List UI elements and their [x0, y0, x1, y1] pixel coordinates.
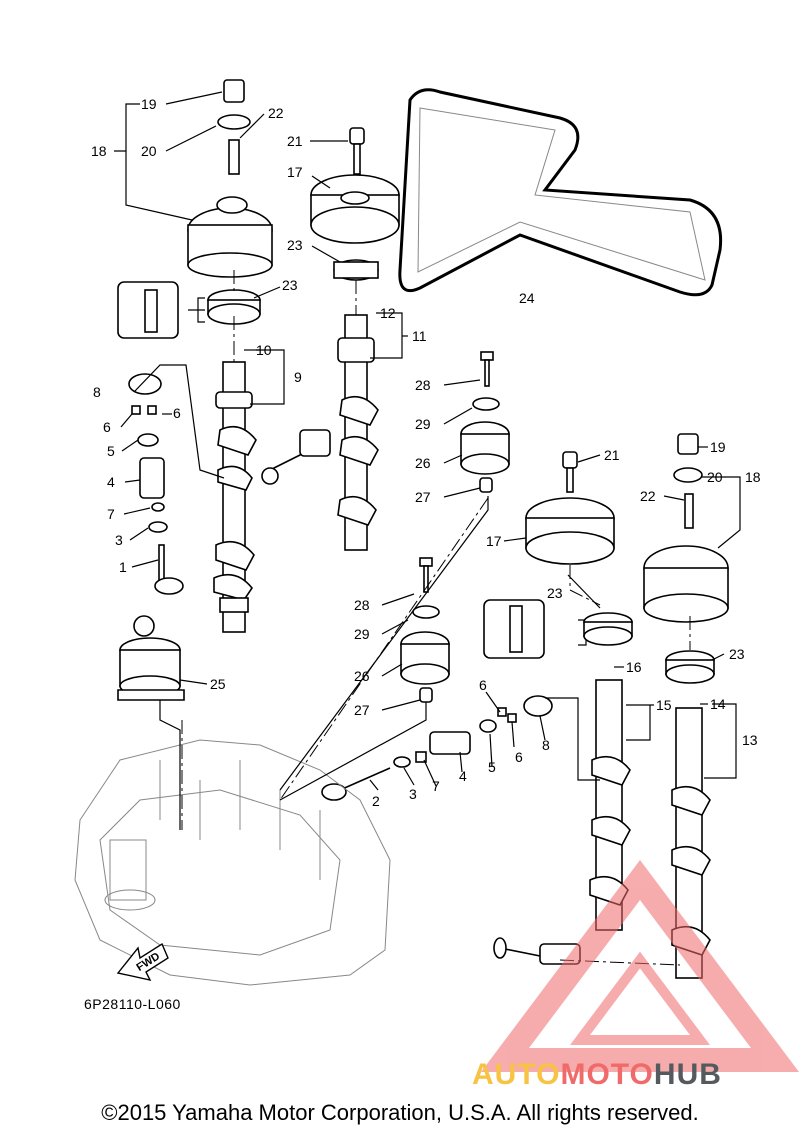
right-cam-sprocket [525, 451, 615, 565]
callout-3-right: 3 [409, 786, 417, 802]
callout-23-right-a: 23 [547, 585, 563, 601]
callout-labels: 19 20 18 22 21 17 23 24 23 12 11 10 9 8 … [91, 96, 761, 809]
callout-22-left: 22 [268, 105, 284, 121]
watermark-part2: MOTO [560, 1058, 654, 1091]
callout-7-right: 7 [432, 778, 440, 794]
callout-1: 1 [119, 559, 127, 575]
callout-21-top: 21 [287, 133, 303, 149]
callout-9: 9 [294, 369, 302, 385]
assembly-dash-lines [181, 270, 691, 966]
callout-2: 2 [372, 793, 380, 809]
callout-20-right: 20 [707, 469, 723, 485]
callout-5-left: 5 [107, 443, 115, 459]
callout-23-right-b: 23 [729, 646, 745, 662]
callout-8-right: 8 [542, 737, 550, 753]
callout-6-right-b: 6 [515, 749, 523, 765]
lower-tensioner-parts [400, 557, 450, 703]
callout-20-left: 20 [141, 143, 157, 159]
callout-24: 24 [519, 290, 535, 306]
callout-23-left: 23 [282, 277, 298, 293]
upper-cam-sprocket [310, 127, 400, 281]
callout-26-lower: 26 [354, 668, 370, 684]
left-valve-train [128, 373, 184, 595]
left-camshaft [213, 361, 257, 633]
callout-13: 13 [742, 732, 758, 748]
callout-29-lower: 29 [354, 626, 370, 642]
callout-17-right: 17 [486, 533, 502, 549]
left-vct-sprocket [187, 79, 273, 278]
callout-27-upper: 27 [415, 489, 431, 505]
callout-7-left: 7 [107, 506, 115, 522]
callout-4-left: 4 [107, 474, 115, 490]
callout-19-right: 19 [710, 439, 726, 455]
callout-29-upper: 29 [415, 416, 431, 432]
engine-block [74, 739, 391, 986]
callout-4-right: 4 [459, 768, 467, 784]
timing-belt [398, 88, 723, 297]
callout-26-upper: 26 [415, 455, 431, 471]
callout-6-left-a: 6 [103, 419, 111, 435]
watermark-triangle [481, 860, 799, 1072]
copyright-notice: ©2015 Yamaha Motor Corporation, U.S.A. A… [101, 1100, 699, 1125]
callout-19-left: 19 [141, 96, 157, 112]
watermark-logo: AUTOMOTOHUB [472, 1058, 722, 1092]
callout-3-left: 3 [115, 532, 123, 548]
callout-5-right: 5 [488, 759, 496, 775]
left-seal-inset [117, 281, 261, 339]
callout-22-right: 22 [640, 488, 656, 504]
callout-15: 15 [656, 697, 672, 713]
callout-25: 25 [210, 676, 226, 692]
callout-17-top: 17 [287, 164, 303, 180]
callout-18-left: 18 [91, 143, 107, 159]
leader-lines [114, 91, 741, 830]
upper-tensioner-parts [460, 351, 510, 493]
callout-12: 12 [380, 305, 396, 321]
belt-tensioner [117, 615, 185, 701]
right-vct-sprocket [643, 433, 729, 623]
callout-23-top: 23 [287, 237, 303, 253]
callout-6-right-a: 6 [479, 677, 487, 693]
watermark-part1: AUTO [472, 1058, 561, 1091]
callout-27-lower: 27 [354, 702, 370, 718]
callout-18-right: 18 [745, 469, 761, 485]
callout-14: 14 [710, 696, 726, 712]
callout-16: 16 [626, 659, 642, 675]
callout-21-right: 21 [604, 447, 620, 463]
callout-6-left-b: 6 [173, 405, 181, 421]
right-seal-inset [483, 599, 715, 684]
callout-10: 10 [256, 342, 272, 358]
callout-28-lower: 28 [354, 597, 370, 613]
callout-8-left: 8 [93, 384, 101, 400]
watermark-part3: HUB [653, 1058, 722, 1091]
callout-28-upper: 28 [415, 377, 431, 393]
fwd-arrow: FWD [116, 942, 169, 981]
diagram-code: 6P28110-L060 [84, 996, 181, 1012]
middle-camshaft [261, 314, 379, 551]
callout-11: 11 [412, 328, 427, 344]
